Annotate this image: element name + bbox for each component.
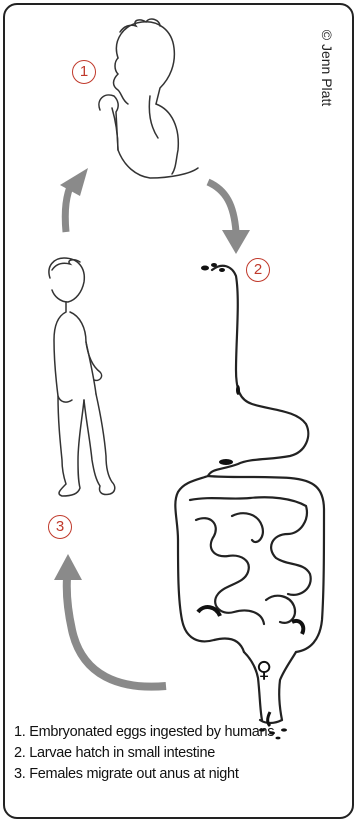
child-standing-drawing: [49, 258, 115, 496]
step-2-marker: 2: [246, 258, 270, 282]
legend-item-1: 1. Embryonated eggs ingested by humans: [14, 722, 349, 743]
arrow-to-step3: [67, 578, 166, 687]
worm-marks: [198, 263, 303, 739]
arrow-to-step1-head: [60, 168, 88, 196]
legend-item-3: 3. Females migrate out anus at night: [14, 764, 349, 785]
step-3-marker: 3: [48, 515, 72, 539]
legend: 1. Embryonated eggs ingested by humans 2…: [14, 722, 349, 785]
cycle-arrows: [54, 168, 250, 687]
legend-item-2: 2. Larvae hatch in small intestine: [14, 743, 349, 764]
arrow-to-step3-head: [54, 554, 82, 580]
digestive-tract-drawing: [175, 266, 324, 723]
arrow-to-step2-head: [222, 230, 250, 254]
female-symbol: ♀: [256, 658, 272, 683]
step-1-marker: 1: [72, 60, 96, 84]
child-eating-drawing: [99, 19, 198, 178]
arrow-to-step2: [208, 182, 236, 232]
